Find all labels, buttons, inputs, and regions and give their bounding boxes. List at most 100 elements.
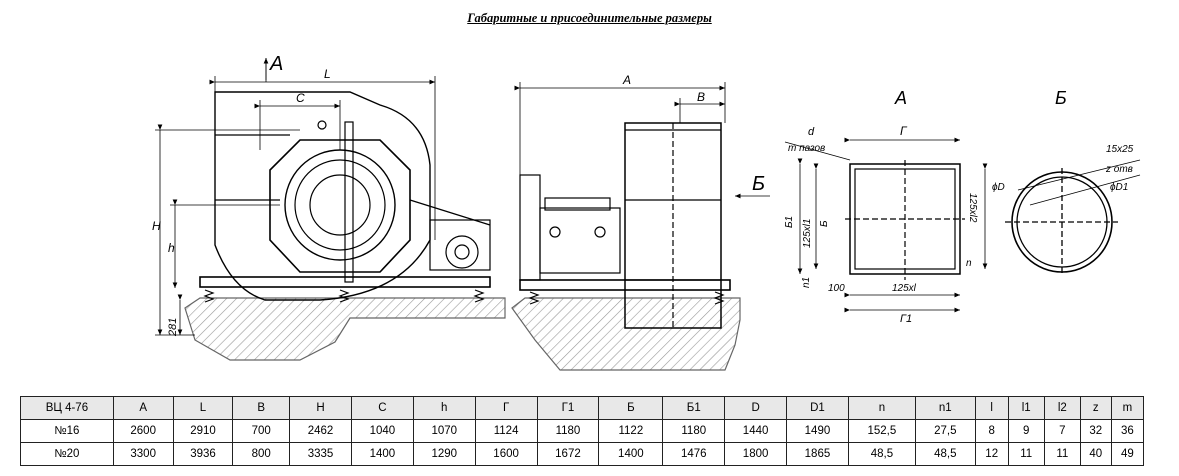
octagon-casing	[269, 139, 411, 273]
table-cell: 3300	[112, 442, 174, 466]
table-cell: 1800	[724, 442, 788, 466]
table-cell: 1122	[598, 419, 664, 443]
table-header-cell: l	[974, 396, 1009, 420]
g1-label: Г1	[900, 313, 912, 325]
dim-100-label: 100	[828, 283, 845, 294]
table-cell: 12	[974, 442, 1009, 466]
table-header-cell: Б1	[662, 396, 726, 420]
table-header-cell: Г	[474, 396, 538, 420]
table-cell: 2462	[289, 419, 352, 443]
fan-dimension-drawing: L C H h 281 A A B Б A	[152, 53, 1141, 371]
table-cell: 1070	[412, 419, 476, 443]
view-b-arrow-label: Б	[752, 173, 765, 195]
table-cell: 1672	[536, 442, 600, 466]
table-cell: 3335	[289, 442, 352, 466]
table-cell: 36	[1110, 419, 1145, 443]
view-a-flange	[784, 137, 988, 313]
table-header-cell: ВЦ 4-76	[20, 396, 114, 420]
view-b-title: Б	[1055, 88, 1067, 108]
table-cell: 49	[1110, 442, 1145, 466]
n1-label: n1	[801, 277, 812, 288]
l-label: 125xl	[892, 283, 917, 294]
table-header-cell: Г1	[536, 396, 600, 420]
motor-block	[429, 219, 491, 271]
table-cell: 1476	[662, 442, 726, 466]
table-cell: 2600	[112, 419, 174, 443]
l2-label: 125xl2	[967, 193, 978, 223]
table-cell: 32	[1079, 419, 1112, 443]
table-cell: 8	[974, 419, 1009, 443]
ground-left	[184, 297, 506, 361]
phi-d1-label: ϕD1	[1110, 182, 1128, 193]
table-cell: 1180	[536, 419, 600, 443]
table-cell: 1040	[350, 419, 414, 443]
table-cell: 40	[1079, 442, 1112, 466]
side-view	[184, 91, 506, 361]
table-header-cell: A	[112, 396, 174, 420]
table-header-cell: L	[172, 396, 234, 420]
table-cell: 1290	[412, 442, 476, 466]
dim-A-label: A	[622, 73, 631, 87]
table-header-cell: D1	[786, 396, 849, 420]
dim-h-label: h	[168, 241, 175, 255]
view-b-flange	[1005, 159, 1141, 276]
side-view-dimensions	[155, 58, 436, 336]
base-frame	[199, 276, 491, 288]
front-view	[511, 122, 741, 371]
page-title: Габаритные и присоединительные размеры	[467, 11, 712, 25]
view-a-title: A	[894, 88, 907, 108]
table-cell: 1490	[786, 419, 849, 443]
table-cell: №16	[20, 419, 114, 443]
table-header-cell: D	[724, 396, 788, 420]
table-header-cell: H	[289, 396, 352, 420]
d-label: d	[808, 126, 815, 138]
slot-15x25-label: 15x25	[1106, 144, 1134, 155]
table-header-cell: n	[847, 396, 916, 420]
dim-L-label: L	[324, 67, 331, 81]
table-cell: 1600	[474, 442, 538, 466]
table-header-cell: n1	[914, 396, 976, 420]
view-a-arrow-label: A	[269, 53, 283, 75]
n-label: n	[966, 258, 972, 269]
table-cell: 1180	[662, 419, 726, 443]
table-header-cell: h	[412, 396, 476, 420]
table-cell: 48,5	[847, 442, 916, 466]
dim-B-label: B	[697, 90, 705, 104]
table-cell: 9	[1007, 419, 1045, 443]
b-label: Б	[819, 220, 830, 227]
dim-H-label: H	[152, 219, 161, 233]
table-header-cell: l1	[1007, 396, 1045, 420]
phi-d-label: ϕD	[992, 182, 1005, 193]
table-cell: 700	[232, 419, 291, 443]
table-cell: 27,5	[914, 419, 976, 443]
table-cell: 1400	[598, 442, 664, 466]
table-header-cell: C	[350, 396, 414, 420]
ground-middle	[511, 297, 741, 371]
dim-281-label: 281	[167, 318, 179, 337]
table-header-cell: z	[1079, 396, 1112, 420]
z-holes-label: z отв	[1105, 164, 1133, 175]
m-slots-label: m пазов	[788, 143, 825, 154]
table-cell: 1400	[350, 442, 414, 466]
table-cell: 48,5	[914, 442, 976, 466]
table-cell: 1865	[786, 442, 849, 466]
table-cell: 152,5	[847, 419, 916, 443]
table-cell: 2910	[172, 419, 234, 443]
table-cell: 1440	[724, 419, 788, 443]
table-cell: 800	[232, 442, 291, 466]
table-cell: 11	[1007, 442, 1045, 466]
table-cell: 11	[1043, 442, 1081, 466]
table-header-cell: m	[1110, 396, 1145, 420]
g-label: Г	[900, 124, 908, 138]
dim-C-label: C	[296, 91, 305, 105]
volute-housing	[214, 91, 431, 301]
l1-label: 125xl1	[802, 219, 813, 248]
table-cell: 7	[1043, 419, 1081, 443]
front-view-dimensions	[514, 82, 770, 199]
table-header-cell: Б	[598, 396, 664, 420]
table-header-cell: B	[232, 396, 291, 420]
